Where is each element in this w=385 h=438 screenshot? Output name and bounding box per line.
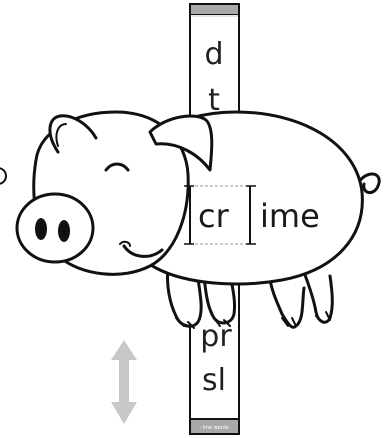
strip-letter-d: d — [204, 37, 223, 72]
strip-letter-sl: sl — [202, 363, 226, 398]
strip-letter-pr: pr — [200, 319, 232, 354]
strip-footer-label: - ime words — [199, 425, 229, 431]
word-window — [184, 185, 256, 245]
word-onset: cr — [198, 197, 230, 235]
strip-letter-t: t — [208, 83, 220, 118]
double-headed-vertical-arrow-icon — [111, 340, 137, 424]
edge-mark — [0, 167, 7, 185]
word-rime: ime — [260, 197, 320, 235]
